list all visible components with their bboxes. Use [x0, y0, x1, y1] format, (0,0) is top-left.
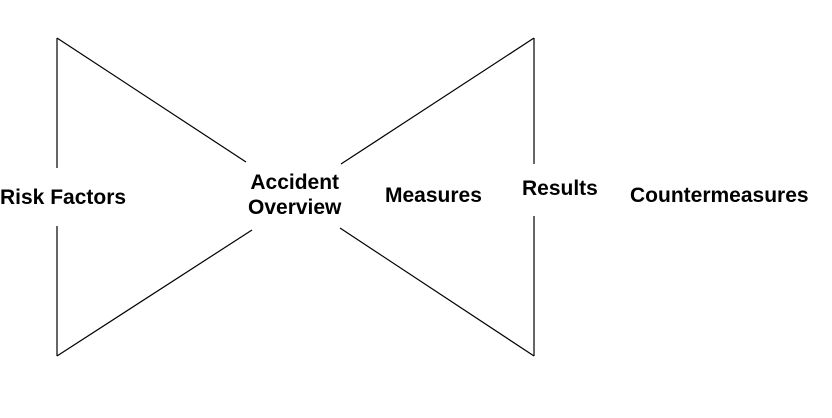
left-bottom-edge	[56, 229, 253, 357]
accident-overview-line2: Overview	[248, 196, 342, 219]
risk-factors-label: Risk Factors	[0, 185, 129, 210]
right-bottom-edge	[339, 227, 535, 357]
countermeasures-label: Countermeasures	[628, 183, 811, 208]
right-top-edge	[340, 37, 535, 165]
left-top-edge	[56, 37, 247, 163]
measures-label: Measures	[383, 183, 484, 208]
accident-overview-line1: Accident	[250, 171, 340, 194]
accident-overview-label: Accident Overview	[246, 170, 344, 220]
results-label: Results	[520, 176, 600, 201]
